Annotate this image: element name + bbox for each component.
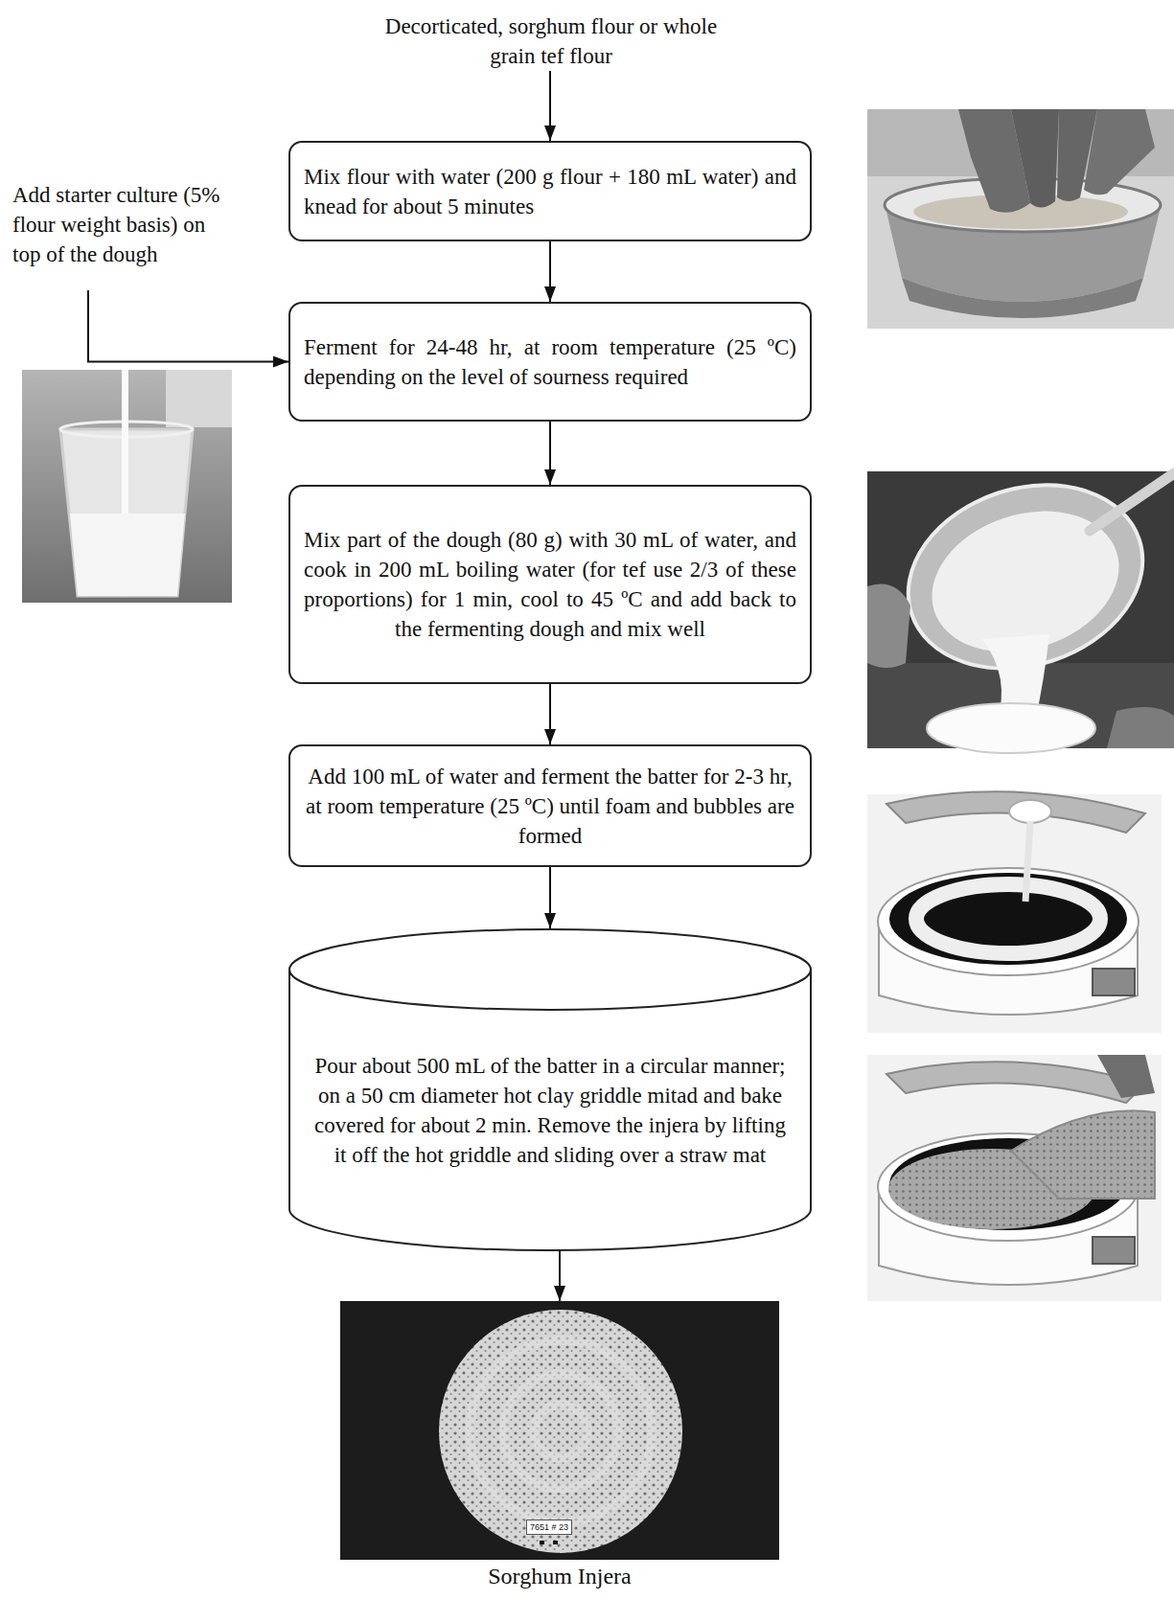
process-box: Ferment for 24-48 hr, at room temperatur… (288, 301, 812, 422)
cooking-photo-part (867, 584, 911, 669)
griddle-lifting-photo-part (1097, 1055, 1155, 1099)
step-text: Pour about 500 mL of the batter in a cir… (307, 1051, 793, 1171)
griddle-pouring-photo-part (886, 791, 1146, 833)
step-text: Mix part of the dough (80 g) with 30 mL … (303, 525, 797, 645)
cooking-photo-part (1089, 473, 1174, 531)
griddle-lifting-photo (867, 1055, 1162, 1302)
injera-photo-part (469, 1340, 652, 1523)
kneading-photo-part (867, 109, 1174, 329)
step-text: Decorticated, sorghum flour or whole gra… (378, 11, 724, 71)
flow-arrow (558, 1250, 561, 1302)
griddle-pouring-photo-part (1092, 968, 1135, 996)
flow-arrow (549, 70, 552, 141)
starter-culture-photo-part (165, 369, 232, 428)
kneading-photo (867, 109, 1174, 329)
griddle-pouring-photo (867, 791, 1162, 1034)
photo-caption: Sorghum Injera (340, 1562, 780, 1592)
starter-culture-photo (22, 369, 232, 603)
injera-photo (340, 1301, 780, 1561)
starter-culture-photo-part (69, 513, 185, 597)
cooking-photo (867, 456, 1174, 754)
step-text: Mix flour with water (200 g flour + 180 … (303, 161, 797, 222)
injera-photo-part (552, 1541, 558, 1545)
griddle-lifting-photo-part (1011, 1110, 1155, 1199)
cylinder-top (289, 929, 811, 1011)
cooking-photo-part (926, 703, 1096, 754)
process-box: Add 100 mL of water and ferment the batt… (288, 744, 812, 868)
flow-arrow (549, 867, 552, 929)
griddle-pouring-photo-part (1025, 821, 1031, 902)
sample-tag: 7651 # 23 (526, 1519, 573, 1536)
kneading-photo-part (1083, 109, 1155, 195)
step-text: Add 100 mL of water and ferment the batt… (303, 761, 797, 852)
griddle-pouring-photo-part (1009, 800, 1052, 824)
kneading-photo-part (1011, 109, 1059, 208)
starter-culture-photo-part (22, 369, 232, 603)
flow-arrow (88, 290, 289, 363)
griddle-lifting-photo-part (1092, 1237, 1135, 1265)
injera-photo-part (539, 1541, 545, 1545)
process-box: Mix flour with water (200 g flour + 180 … (288, 140, 812, 242)
injera-photo-part (503, 1374, 619, 1490)
input-text: Add starter culture (5% flour weight bas… (12, 180, 231, 270)
flow-arrow (549, 421, 552, 485)
step-text: Add starter culture (5% flour weight bas… (12, 180, 231, 270)
product-photo: Sorghum Injera (340, 1301, 780, 1592)
process-box: Mix part of the dough (80 g) with 30 mL … (288, 484, 812, 685)
griddle-pouring-photo-part (889, 873, 1128, 966)
kneading-photo-part (901, 277, 1144, 319)
flow-arrow (549, 241, 552, 302)
injera-photo-part (340, 1301, 780, 1561)
starter-culture-photo-part (121, 369, 129, 514)
injera-photo-part (438, 1310, 683, 1554)
flow-arrow (549, 684, 552, 745)
griddle-lifting-photo-part (867, 1055, 1162, 1302)
cylinder-step: Pour about 500 mL of the batter in a cir… (288, 928, 812, 1251)
injera-photo-part (533, 1404, 588, 1459)
griddle-pouring-photo-part (916, 884, 1101, 954)
input-text: Decorticated, sorghum flour or whole gra… (378, 11, 724, 71)
griddle-pouring-photo-part (877, 868, 1139, 976)
step-text: Ferment for 24-48 hr, at room temperatur… (303, 332, 797, 392)
cooking-photo-part (1106, 707, 1174, 749)
cylinder-body (289, 969, 811, 1251)
